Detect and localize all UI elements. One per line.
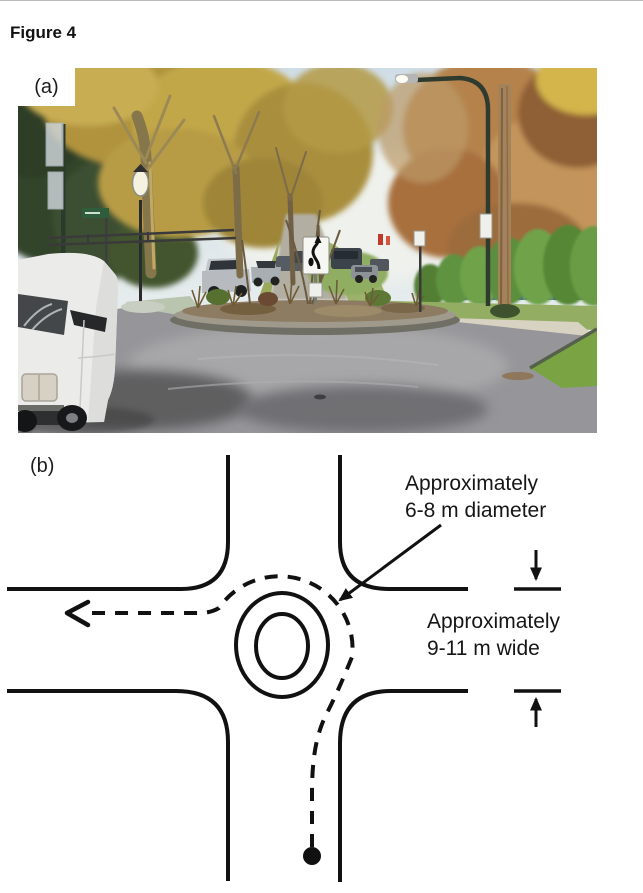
keep-right-sign (302, 235, 330, 303)
annotation-width-line1: Approximately (427, 610, 561, 633)
parked-cars-left (202, 251, 310, 298)
width-dimension-bottom (514, 689, 561, 727)
parked-cars-right (331, 248, 389, 283)
annotation-width-line2: 9-11 m wide (427, 637, 540, 660)
panel-b-label: (b) (30, 455, 55, 477)
road-edge-top-left (7, 455, 230, 591)
island-inner-circle (254, 612, 310, 680)
figure-title: Figure 4 (10, 23, 77, 42)
panel-a-photo (18, 68, 597, 433)
traffic-circle-island (170, 209, 460, 335)
panel-a-label: (a) (34, 75, 59, 98)
travel-path-start-dot (303, 847, 321, 865)
travel-path-dashed (92, 574, 355, 847)
center-island-circles (234, 591, 330, 699)
road-edge-bottom-left (7, 689, 230, 881)
width-dimension-top (514, 550, 561, 591)
road-edge-bottom-right (338, 689, 468, 882)
ornate-lamp-post (121, 164, 165, 313)
street-light (395, 74, 491, 306)
panel-a-label-box: (a) (18, 68, 75, 106)
exit-arrowhead (64, 599, 91, 628)
grass-corner (502, 327, 597, 388)
tree-canopy-left (18, 68, 393, 248)
panel-b-diagram (7, 455, 561, 882)
diameter-pointer-arrow (338, 523, 442, 602)
keep-right-island-mark (308, 257, 314, 267)
utility-pole (490, 84, 520, 318)
annotation-width: Approximately 9-11 m wide (427, 608, 560, 662)
road-edge-top-right (338, 455, 468, 591)
left-signs (45, 122, 109, 292)
road-surface (18, 307, 597, 433)
right-small-signs (413, 213, 493, 312)
white-van (18, 228, 237, 433)
annotation-diameter: Approximately 6-8 m diameter (405, 470, 546, 524)
road-outline (7, 455, 468, 882)
island-outer-circle (234, 591, 330, 699)
annotation-diameter-line1: Approximately (405, 472, 539, 495)
annotation-diameter-line2: 6-8 m diameter (405, 499, 547, 522)
hedge-row (414, 225, 597, 308)
